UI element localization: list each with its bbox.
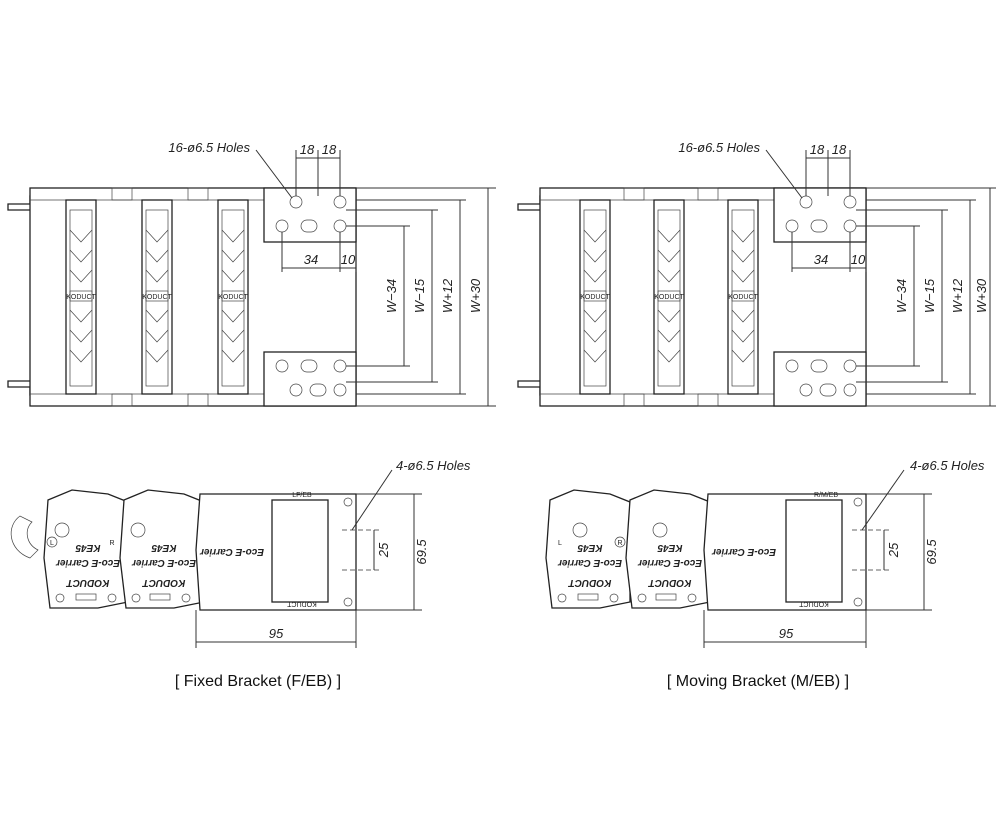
fixed-link-1-model: KE45 bbox=[75, 542, 100, 553]
fixed-bracket-window bbox=[271, 499, 329, 603]
moving-bracket-code: R/M/EB bbox=[814, 492, 838, 499]
fixed-dim-18a: 18 bbox=[300, 142, 315, 157]
fixed-dim-w12: W+12 bbox=[440, 278, 455, 313]
fixed-dim-w15: W−15 bbox=[412, 278, 427, 313]
fixed-top-plate bbox=[263, 187, 357, 243]
fixed-crossbar-2: KODUCT bbox=[141, 199, 173, 395]
moving-holes-bottom-label: 4-ø6.5 Holes bbox=[910, 458, 985, 473]
fixed-bracket-product: Eco-E Carrier bbox=[199, 546, 264, 557]
moving-mark-r-circle bbox=[614, 536, 626, 548]
fixed-holes-bottom-label: 4-ø6.5 Holes bbox=[396, 458, 471, 473]
moving-caption: [ Moving Bracket (M/EB) ] bbox=[667, 673, 849, 690]
moving-bracket-brand: KODUCT bbox=[799, 600, 829, 607]
fixed-link-1-brand: KODUCT bbox=[66, 577, 110, 588]
fixed-dim-69-5: 69.5 bbox=[414, 539, 429, 565]
moving-dim-w12: W+12 bbox=[950, 278, 965, 313]
moving-holes-top-label: 16-ø6.5 Holes bbox=[678, 140, 760, 155]
fixed-crossbar-1-brand: KODUCT bbox=[66, 294, 96, 301]
moving-link-1 bbox=[545, 489, 631, 609]
moving-bracket-view: KODUCT KODUCT KODUCT bbox=[517, 140, 996, 690]
moving-dim-18b: 18 bbox=[832, 142, 847, 157]
fixed-dim-25: 25 bbox=[376, 542, 391, 558]
moving-bracket-window bbox=[785, 499, 843, 603]
moving-top-dimensions bbox=[765, 149, 996, 407]
moving-crossbar-3-brand: KODUCT bbox=[728, 294, 758, 301]
moving-link-2-model: KE45 bbox=[657, 542, 682, 553]
fixed-dim-95: 95 bbox=[269, 626, 284, 641]
fixed-bracket-view: KODUCT KODUCT KODUCT bbox=[7, 140, 496, 690]
moving-link-2-product: Eco-E Carrier bbox=[637, 557, 702, 568]
fixed-link-2-product: Eco-E Carrier bbox=[131, 557, 196, 568]
moving-dim-w15: W−15 bbox=[922, 278, 937, 313]
moving-plan-view: KODUCT KODUCT KODUCT bbox=[517, 140, 996, 407]
fixed-dim-w34: W−34 bbox=[384, 279, 399, 313]
fixed-holes-top-label: 16-ø6.5 Holes bbox=[168, 140, 250, 155]
fixed-hook bbox=[10, 515, 39, 559]
moving-crossbar-2-brand: KODUCT bbox=[654, 294, 684, 301]
fixed-mark-l-circle bbox=[46, 536, 58, 548]
moving-link-2-brand: KODUCT bbox=[648, 577, 692, 588]
moving-mark-r: R bbox=[617, 540, 622, 547]
fixed-side-view: Eco-E Carrier Eco-E Carrier KE45 KE45 KO… bbox=[10, 458, 471, 648]
moving-top-plate bbox=[773, 187, 867, 243]
fixed-crossbar-2-brand: KODUCT bbox=[142, 294, 172, 301]
fixed-dim-18b: 18 bbox=[322, 142, 337, 157]
moving-link-1-brand: KODUCT bbox=[568, 577, 612, 588]
fixed-top-dimensions bbox=[255, 149, 496, 407]
fixed-caption: [ Fixed Bracket (F/EB) ] bbox=[175, 673, 341, 690]
fixed-link-2-model: KE45 bbox=[151, 542, 176, 553]
fixed-plan-view: KODUCT KODUCT KODUCT bbox=[7, 140, 496, 407]
fixed-crossbar-1: KODUCT bbox=[65, 199, 97, 395]
moving-mark-l: L bbox=[558, 540, 562, 547]
moving-dim-10: 10 bbox=[851, 252, 866, 267]
fixed-dim-34: 34 bbox=[304, 252, 318, 267]
fixed-mark-l: L bbox=[50, 540, 54, 547]
fixed-dim-w30: W+30 bbox=[468, 278, 483, 313]
moving-bracket-product: Eco-E Carrier bbox=[711, 546, 776, 557]
moving-side-view: Eco-E Carrier Eco-E Carrier KE45 KE45 KO… bbox=[545, 458, 985, 648]
moving-dim-69-5: 69.5 bbox=[924, 539, 939, 565]
fixed-mark-r: R bbox=[109, 540, 114, 547]
fixed-bracket-brand: KODUCT bbox=[287, 600, 317, 607]
fixed-link-2-brand: KODUCT bbox=[142, 577, 186, 588]
moving-crossbar-3: KODUCT bbox=[727, 199, 759, 395]
moving-crossbar-1: KODUCT bbox=[579, 199, 611, 395]
moving-dim-w30: W+30 bbox=[974, 278, 989, 313]
fixed-link-1-product: Eco-E Carrier bbox=[55, 557, 120, 568]
fixed-crossbar-3: KODUCT bbox=[217, 199, 249, 395]
moving-link-1-product: Eco-E Carrier bbox=[557, 557, 622, 568]
moving-dim-25: 25 bbox=[886, 542, 901, 558]
fixed-dim-10: 10 bbox=[341, 252, 356, 267]
moving-link-1-model: KE45 bbox=[577, 542, 602, 553]
moving-dim-95: 95 bbox=[779, 626, 794, 641]
fixed-crossbar-3-brand: KODUCT bbox=[218, 294, 248, 301]
fixed-bracket-code: LF/EB bbox=[292, 492, 312, 499]
moving-dim-w34: W−34 bbox=[894, 279, 909, 313]
moving-dim-34: 34 bbox=[814, 252, 828, 267]
moving-dim-18a: 18 bbox=[810, 142, 825, 157]
moving-crossbar-2: KODUCT bbox=[653, 199, 685, 395]
moving-crossbar-1-brand: KODUCT bbox=[580, 294, 610, 301]
